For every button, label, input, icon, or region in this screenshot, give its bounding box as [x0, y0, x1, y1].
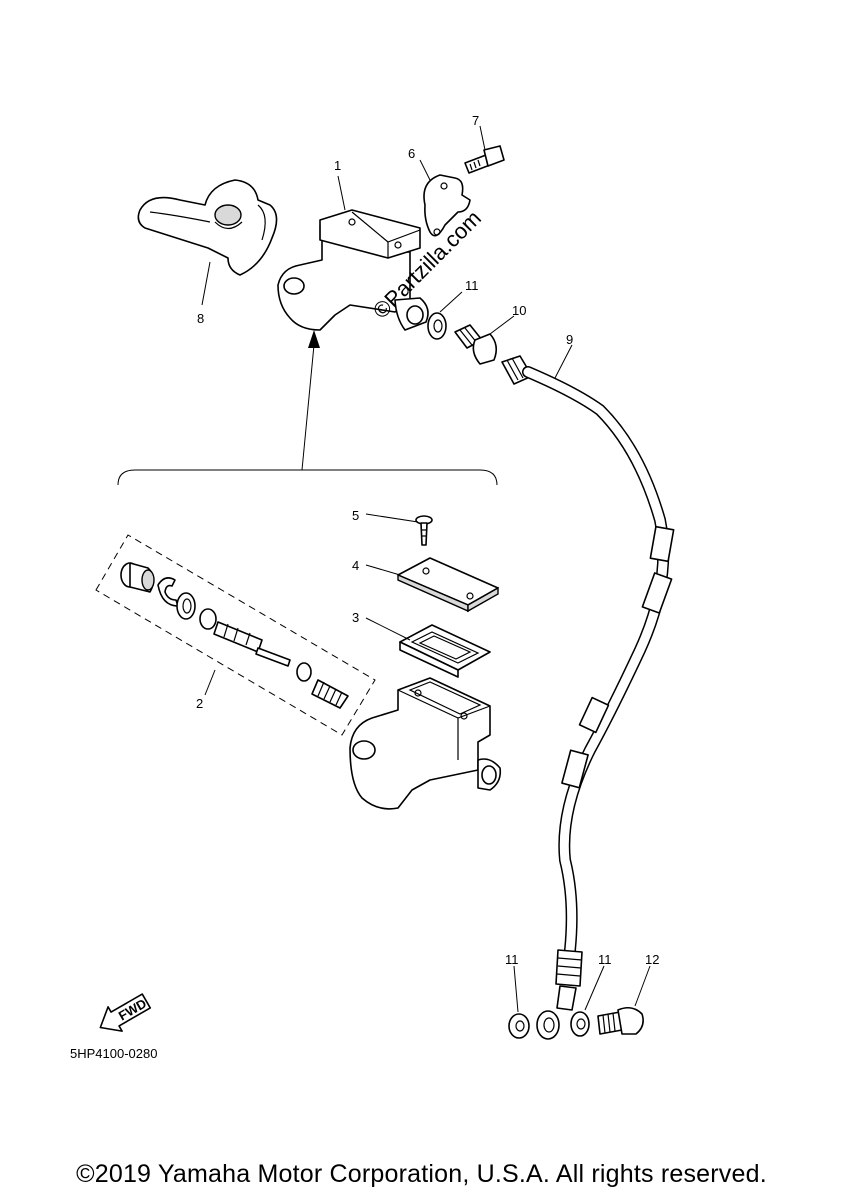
master-cylinder-part-1[interactable] [277, 209, 429, 331]
callout-5: 5 [352, 508, 359, 523]
callout-2: 2 [196, 696, 203, 711]
bolt-part-7[interactable] [464, 145, 505, 174]
callout-4: 4 [352, 558, 359, 573]
fwd-arrow-icon: FWD [99, 993, 152, 1032]
callout-11-right: 11 [598, 952, 612, 967]
piston-kit-part-2[interactable] [120, 562, 349, 709]
arrow-head-icon [308, 330, 320, 348]
lever-cover-part-8[interactable] [137, 179, 278, 276]
callout-8: 8 [197, 311, 204, 326]
banjo-fitting [536, 1010, 560, 1040]
copyright-notice: ©2019 Yamaha Motor Corporation, U.S.A. A… [76, 1160, 767, 1188]
washer-part-11-left[interactable] [508, 1013, 530, 1039]
callout-3: 3 [352, 610, 359, 625]
callout-11-left: 11 [505, 952, 519, 967]
callout-11-top: 11 [465, 278, 479, 293]
exploded-view-bracket [117, 469, 498, 486]
clamp-part-6[interactable] [423, 174, 471, 237]
washer-part-11-right[interactable] [570, 1011, 590, 1037]
exploded-view-arrow [301, 344, 315, 471]
union-bolt-part-10[interactable] [454, 324, 498, 365]
screw-part-5[interactable] [415, 515, 433, 546]
brake-hose-part-9[interactable] [501, 355, 675, 1011]
reservoir-cap-part-4[interactable] [397, 557, 499, 613]
union-bolt-part-12[interactable] [597, 1006, 644, 1035]
callout-9: 9 [566, 332, 573, 347]
callout-7: 7 [472, 113, 479, 128]
diagram-code: 5HP4100-0280 [70, 1046, 158, 1061]
washer-part-11-top[interactable] [427, 312, 447, 340]
callout-6: 6 [408, 146, 415, 161]
callout-12: 12 [645, 952, 659, 967]
callout-10: 10 [512, 303, 526, 318]
diaphragm-part-3[interactable] [399, 624, 491, 678]
callout-1: 1 [334, 158, 341, 173]
piston-kit-dashed-outline [95, 534, 376, 736]
master-cylinder-body [349, 677, 502, 810]
